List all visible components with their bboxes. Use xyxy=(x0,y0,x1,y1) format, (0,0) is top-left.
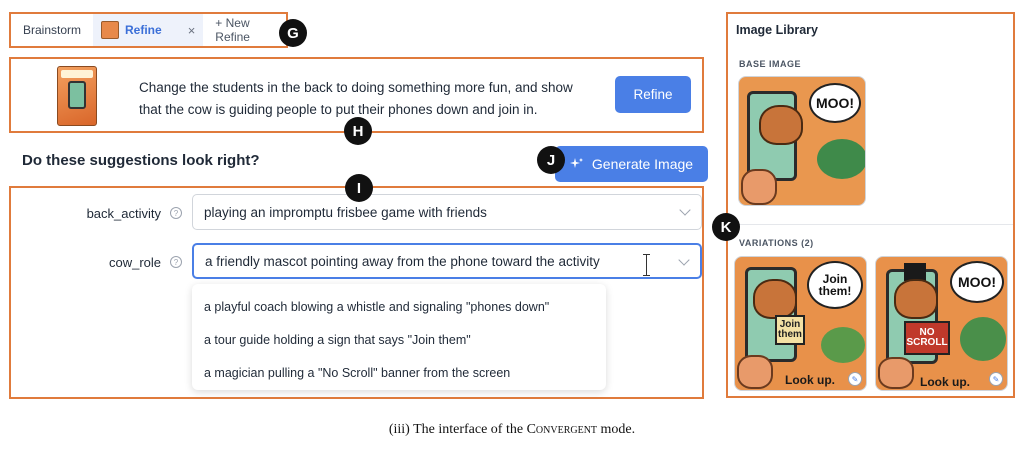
cow-role-dropdown: a playful coach blowing a whistle and si… xyxy=(192,284,606,390)
marker-g: G xyxy=(279,19,307,47)
chevron-down-icon xyxy=(679,204,691,216)
variations-label: VARIATIONS (2) xyxy=(739,238,814,248)
caption-suffix: mode. xyxy=(597,422,636,437)
cow-role-label: cow_role xyxy=(108,255,161,270)
back-activity-label: back_activity xyxy=(86,206,161,221)
var2-caption-text: Look up. xyxy=(920,375,970,389)
refine-button[interactable]: Refine xyxy=(615,76,691,113)
variation-image-1[interactable]: Join them! Join them Look up. ✎ xyxy=(734,256,867,391)
caption-prefix: (iii) The interface of the xyxy=(388,422,527,437)
close-icon[interactable]: × xyxy=(187,22,196,38)
marker-k: K xyxy=(712,213,740,241)
marker-j: J xyxy=(537,146,565,174)
var2-sign-text: NO SCROLL xyxy=(904,321,950,355)
variation-image-2[interactable]: MOO! NO SCROLL Look up. ✎ xyxy=(875,256,1008,391)
text-cursor-icon xyxy=(643,254,654,276)
cow-role-value: a friendly mascot pointing away from the… xyxy=(205,253,600,269)
suggestions-heading: Do these suggestions look right? xyxy=(22,152,260,169)
base-image[interactable]: MOO! xyxy=(738,76,866,206)
edit-badge-icon[interactable]: ✎ xyxy=(989,372,1003,386)
var1-sign-text: Join them xyxy=(775,315,805,345)
dropdown-option[interactable]: a tour guide holding a sign that says "J… xyxy=(204,332,471,347)
help-icon[interactable]: ? xyxy=(170,256,182,268)
base-bubble-text: MOO! xyxy=(809,83,861,123)
help-icon[interactable]: ? xyxy=(170,207,182,219)
divider xyxy=(728,224,1013,225)
marker-i: I xyxy=(345,174,373,202)
generate-image-label: Generate Image xyxy=(591,156,694,172)
back-activity-value: playing an impromptu frisbee game with f… xyxy=(204,204,487,220)
tab-new-refine[interactable]: + New Refine xyxy=(215,16,250,44)
tab-refine-label: Refine xyxy=(125,23,162,37)
tab-refine[interactable]: Refine × xyxy=(93,14,204,46)
base-image-thumbnail xyxy=(57,66,97,126)
refine-thumbnail xyxy=(101,21,120,39)
suggestion-fields: back_activity ? playing an impromptu fri… xyxy=(9,186,704,399)
back-activity-select[interactable]: playing an impromptu frisbee game with f… xyxy=(192,194,702,230)
tab-bar: Brainstorm Refine × + New Refine xyxy=(9,12,288,48)
sparkle-icon xyxy=(569,158,583,168)
chevron-down-icon xyxy=(678,254,690,266)
dropdown-option[interactable]: a magician pulling a "No Scroll" banner … xyxy=(204,365,511,380)
dropdown-option[interactable]: a playful coach blowing a whistle and si… xyxy=(204,299,550,314)
var1-bubble-text: Join them! xyxy=(807,261,863,309)
marker-h: H xyxy=(344,117,372,145)
var1-caption-text: Look up. xyxy=(785,373,835,387)
edit-badge-icon[interactable]: ✎ xyxy=(848,372,862,386)
image-library: Image Library BASE IMAGE MOO! VARIATIONS… xyxy=(726,12,1015,398)
var2-bubble-text: MOO! xyxy=(950,261,1004,303)
caption-mode: Convergent xyxy=(526,422,598,437)
prompt-text: Change the students in the back to doing… xyxy=(139,80,573,117)
figure-caption: (iii) The interface of the Convergent mo… xyxy=(0,422,1024,438)
generate-image-button[interactable]: Generate Image xyxy=(555,146,708,182)
tab-brainstorm[interactable]: Brainstorm xyxy=(23,23,82,37)
base-image-label: BASE IMAGE xyxy=(739,59,802,69)
cow-role-select[interactable]: a friendly mascot pointing away from the… xyxy=(192,243,702,279)
library-title: Image Library xyxy=(736,23,818,37)
